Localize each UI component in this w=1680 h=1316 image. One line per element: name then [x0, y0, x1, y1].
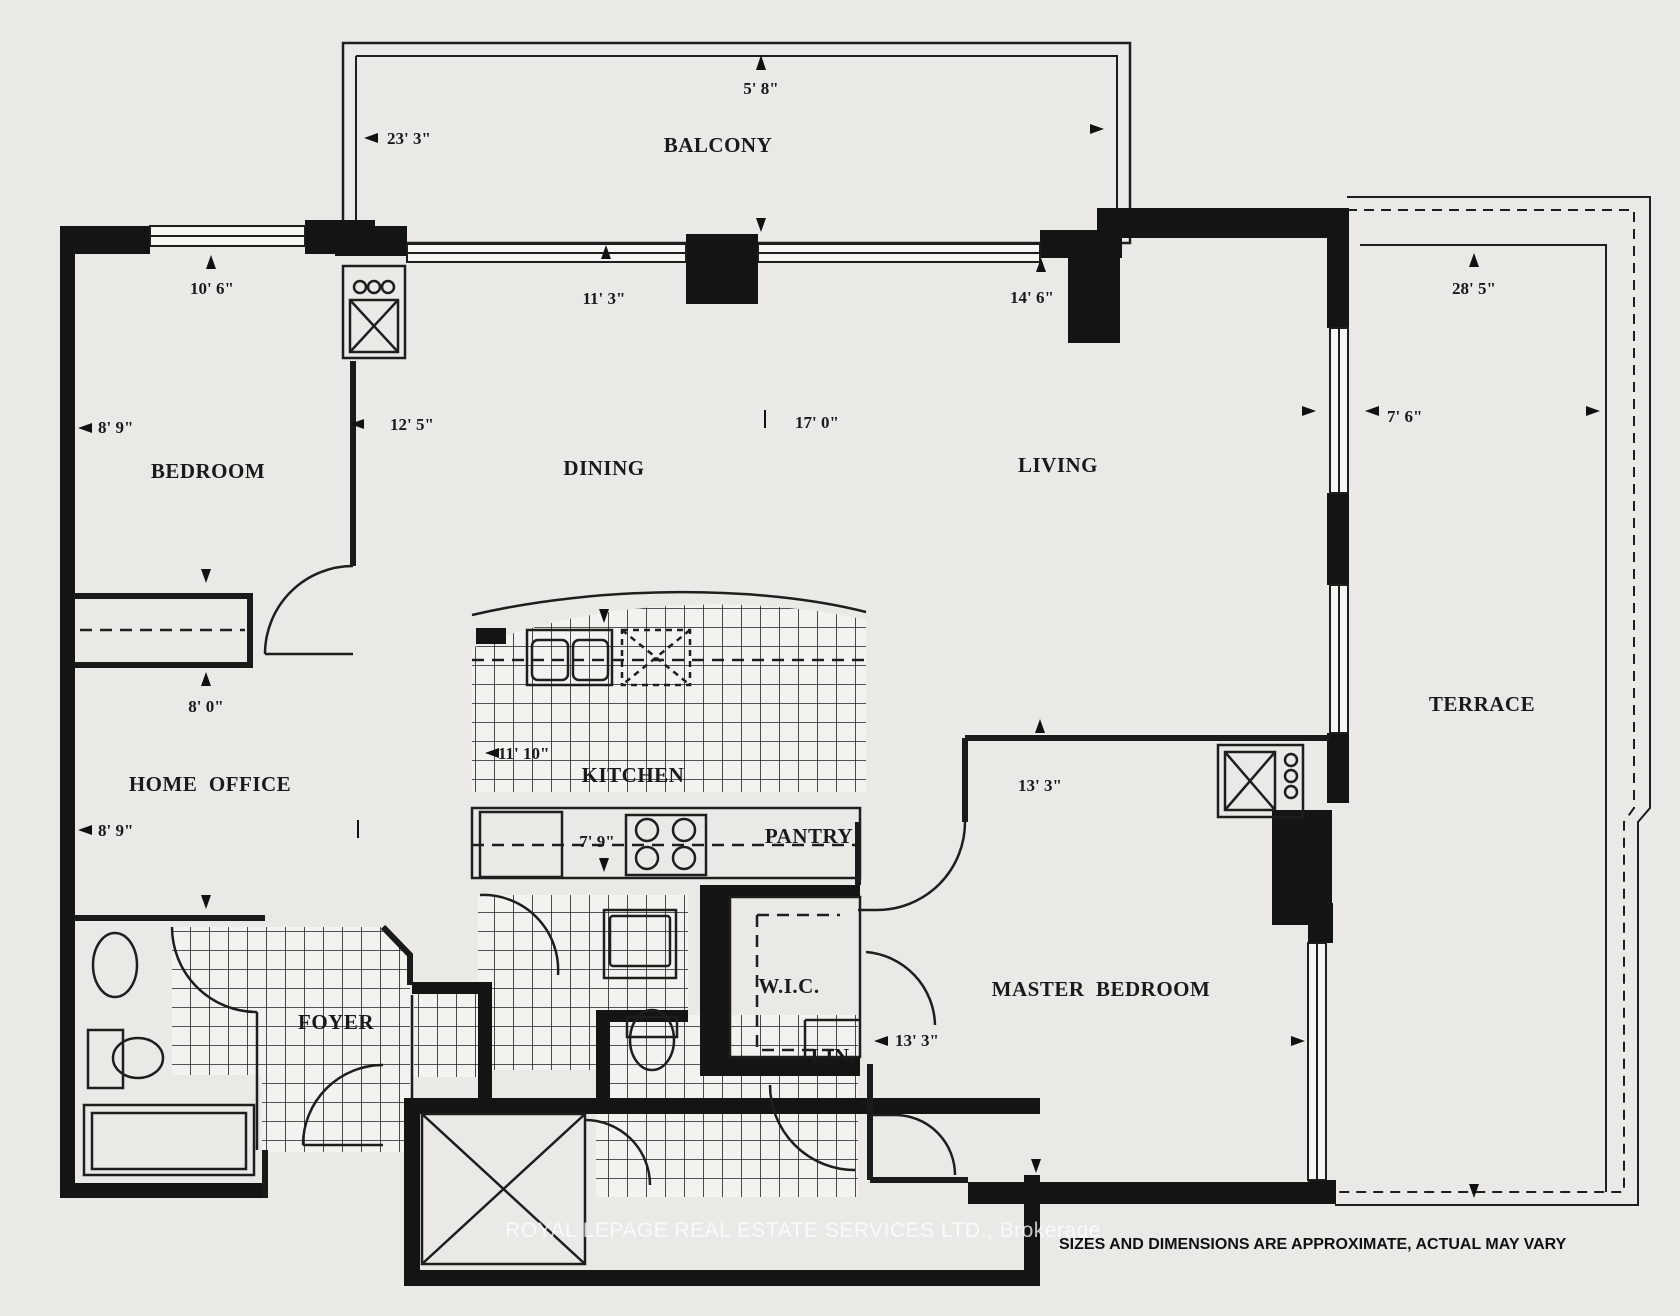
living-length-dim: 17' 0" [795, 413, 839, 432]
kitchen-label: KITCHEN [582, 763, 685, 787]
kitchen-width-dim: 7' 9" [579, 832, 614, 851]
home-office-label: HOME OFFICE [129, 772, 291, 796]
dimension-arrows [78, 55, 1600, 1198]
dimension-ticks [357, 410, 766, 838]
partitions [74, 361, 1330, 1198]
master-bedroom-label: MASTER BEDROOM [992, 977, 1211, 1001]
dining-length-dim: 12' 5" [390, 415, 434, 434]
bedroom-width-dim: 10' 6" [190, 279, 234, 298]
pantry-label: PANTRY [765, 824, 853, 848]
fixtures [80, 264, 1305, 1266]
office-width-dim: 8' 0" [188, 697, 223, 716]
balcony-depth-dim: 5' 8" [743, 79, 778, 98]
dining-label: DINING [563, 456, 644, 480]
bedroom-length-dim: 8' 9" [98, 418, 133, 437]
watermark: ROYAL LEPAGE REAL ESTATE SERVICES LTD., … [505, 1219, 1101, 1242]
terrace-label: TERRACE [1429, 692, 1535, 716]
terrace-width-dim: 28' 5" [1452, 279, 1496, 298]
balcony-label: BALCONY [664, 133, 773, 157]
dimension-labels: 5' 8" 23' 3" 10' 6" 8' 9" 11' 3" 12' 5" … [98, 79, 1496, 1050]
terrace-area [1335, 196, 1651, 1206]
master-width-dim: 13' 3" [1018, 776, 1062, 795]
living-width-dim: 14' 6" [1010, 288, 1054, 307]
walls [60, 208, 1349, 1286]
master-length-dim: 13' 3" [895, 1031, 939, 1050]
bedroom-label: BEDROOM [151, 459, 265, 483]
foyer-label: FOYER [298, 1010, 374, 1034]
lin-label: LIN. [811, 1044, 856, 1068]
dining-width-dim: 11' 3" [583, 289, 626, 308]
terrace-depth-dim: 7' 6" [1387, 407, 1422, 426]
window-mullions [150, 235, 1340, 1180]
office-length-dim: 8' 9" [98, 821, 133, 840]
kitchen-length-dim: 11' 10" [498, 744, 549, 763]
living-label: LIVING [1018, 453, 1098, 477]
wic-label: W.I.C. [758, 974, 819, 998]
room-labels: BALCONY BEDROOM DINING LIVING TERRACE HO… [129, 133, 1535, 1068]
disclaimer-note: SIZES AND DIMENSIONS ARE APPROXIMATE, AC… [1059, 1236, 1567, 1253]
balcony-width-dim: 23' 3" [387, 129, 431, 148]
